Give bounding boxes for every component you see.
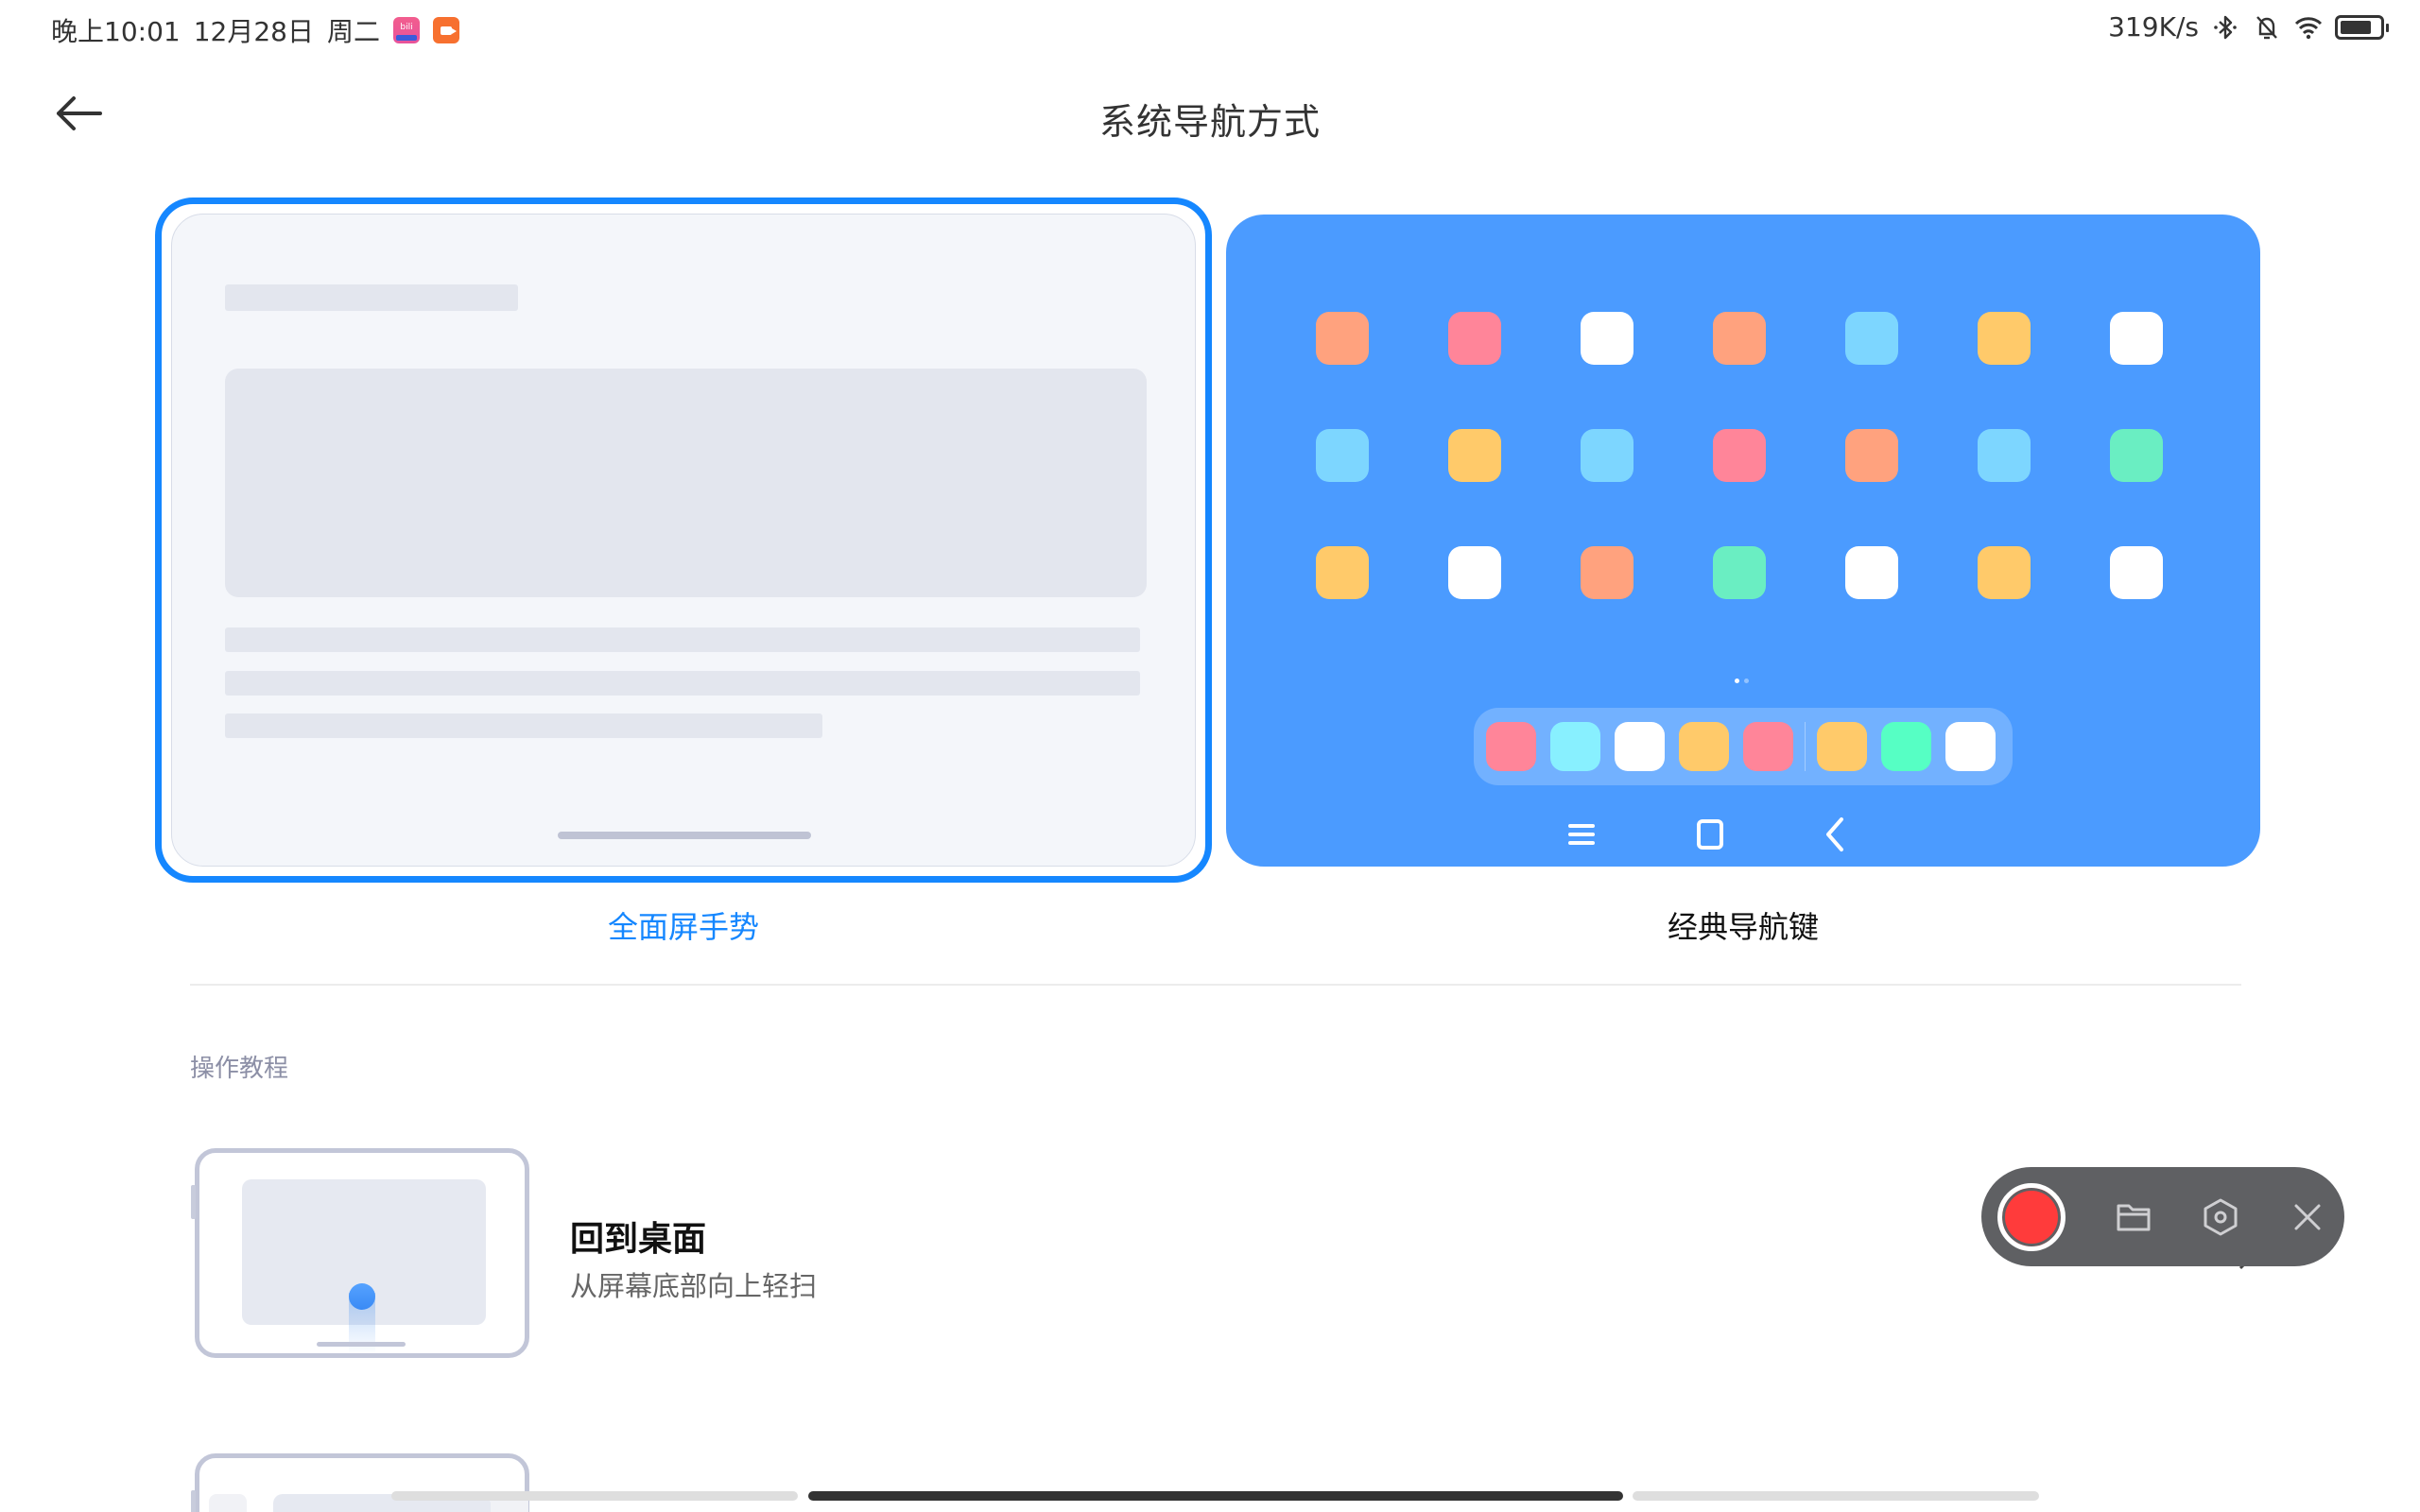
back-button[interactable] [51,91,108,138]
app-icon-placeholder [1316,546,1369,599]
app-icon-placeholder [1581,429,1634,482]
tutorial-item-go-home[interactable]: 回到桌面 从屏幕底部向上轻扫 [189,1143,2255,1370]
bilibili-news-icon: bili [392,17,420,43]
menu-icon [1563,816,1600,853]
app-icon-placeholder [2110,546,2163,599]
tutorial-item-subtitle: 从屏幕底部向上轻扫 [570,1270,818,1302]
page-title: 系统导航方式 [1098,101,1321,143]
app-icon-placeholder [1978,312,2031,365]
classic-option-label[interactable]: 经典导航键 [1667,909,1819,945]
dock-separator [1805,722,1806,771]
tutorial-item-partial[interactable] [189,1453,2240,1512]
settings-hexagon-icon[interactable] [2199,1195,2242,1239]
back-chevron-icon [1816,816,1854,853]
app-icon-placeholder [1713,546,1766,599]
app-icon-placeholder [1581,546,1634,599]
home-square-icon [1691,816,1729,853]
gesture-navigation-option[interactable] [155,198,1212,883]
dock-app-placeholder [1486,722,1536,771]
skeleton-title [225,284,518,311]
tutorial-thumbnail [191,1148,529,1358]
bluetooth-icon [2214,15,2237,39]
status-weekday: 周二 [326,16,380,47]
battery-icon [2335,14,2389,40]
page-indicator [1735,679,1749,683]
skeleton-line [225,671,1140,696]
status-time: 晚上10:01 [51,16,181,47]
gesture-preview [171,214,1196,867]
close-icon[interactable] [2286,1195,2329,1239]
app-icon-placeholder [1845,312,1898,365]
app-icon-placeholder [1316,312,1369,365]
dock-app-placeholder [1550,722,1600,771]
skeleton-line [225,713,822,738]
app-icon-placeholder [1448,429,1501,482]
divider [190,984,2241,986]
app-icon-placeholder [2110,312,2163,365]
dock-app-placeholder [1679,722,1729,771]
app-icon-placeholder [1713,429,1766,482]
skeleton-hero [225,369,1147,597]
wifi-icon [2294,16,2323,39]
screen-recorder-toolbar[interactable] [1981,1167,2344,1266]
scroll-indicator-segment [1633,1491,2039,1501]
skeleton-line [225,627,1140,652]
app-icon-placeholder [1845,546,1898,599]
classic-navigation-option[interactable] [1226,215,2260,867]
tutorial-item-title: 回到桌面 [570,1220,707,1259]
dock-app-placeholder [1743,722,1793,771]
app-grid-preview [1316,312,2163,599]
arrow-left-icon [57,96,102,130]
app-icon-placeholder [1448,546,1501,599]
status-bar: 晚上10:01 12月28日 周二 bili 319K/s [0,0,2420,57]
app-icon-placeholder [1581,312,1634,365]
app-icon-placeholder [1845,429,1898,482]
scroll-indicator-segment [391,1491,798,1501]
gesture-option-label[interactable]: 全面屏手势 [607,909,759,945]
folder-icon[interactable] [2112,1195,2155,1239]
app-icon-placeholder [1978,546,2031,599]
tutorial-thumbnail [191,1453,529,1512]
app-icon-placeholder [1978,429,2031,482]
dock-app-placeholder [1817,722,1867,771]
status-bar-right: 319K/s [2108,11,2389,43]
screen-recorder-icon [432,17,459,43]
mute-bell-icon [2256,15,2277,39]
status-date: 12月28日 [193,16,314,47]
record-button[interactable] [1997,1183,2066,1251]
status-bar-left: 晚上10:01 12月28日 周二 bili [51,11,459,49]
app-icon-placeholder [1316,429,1369,482]
app-icon-placeholder [1713,312,1766,365]
section-title-tutorial: 操作教程 [190,1055,289,1083]
scroll-indicator-active [808,1491,1623,1501]
dock-preview [1474,708,2013,785]
network-speed: 319K/s [2108,11,2199,43]
dock-app-placeholder [1615,722,1665,771]
swipe-dot-icon [349,1283,375,1310]
dock-app-placeholder [1945,722,1996,771]
gesture-home-bar [558,832,811,839]
dock-app-placeholder [1881,722,1931,771]
app-icon-placeholder [2110,429,2163,482]
app-icon-placeholder [1448,312,1501,365]
